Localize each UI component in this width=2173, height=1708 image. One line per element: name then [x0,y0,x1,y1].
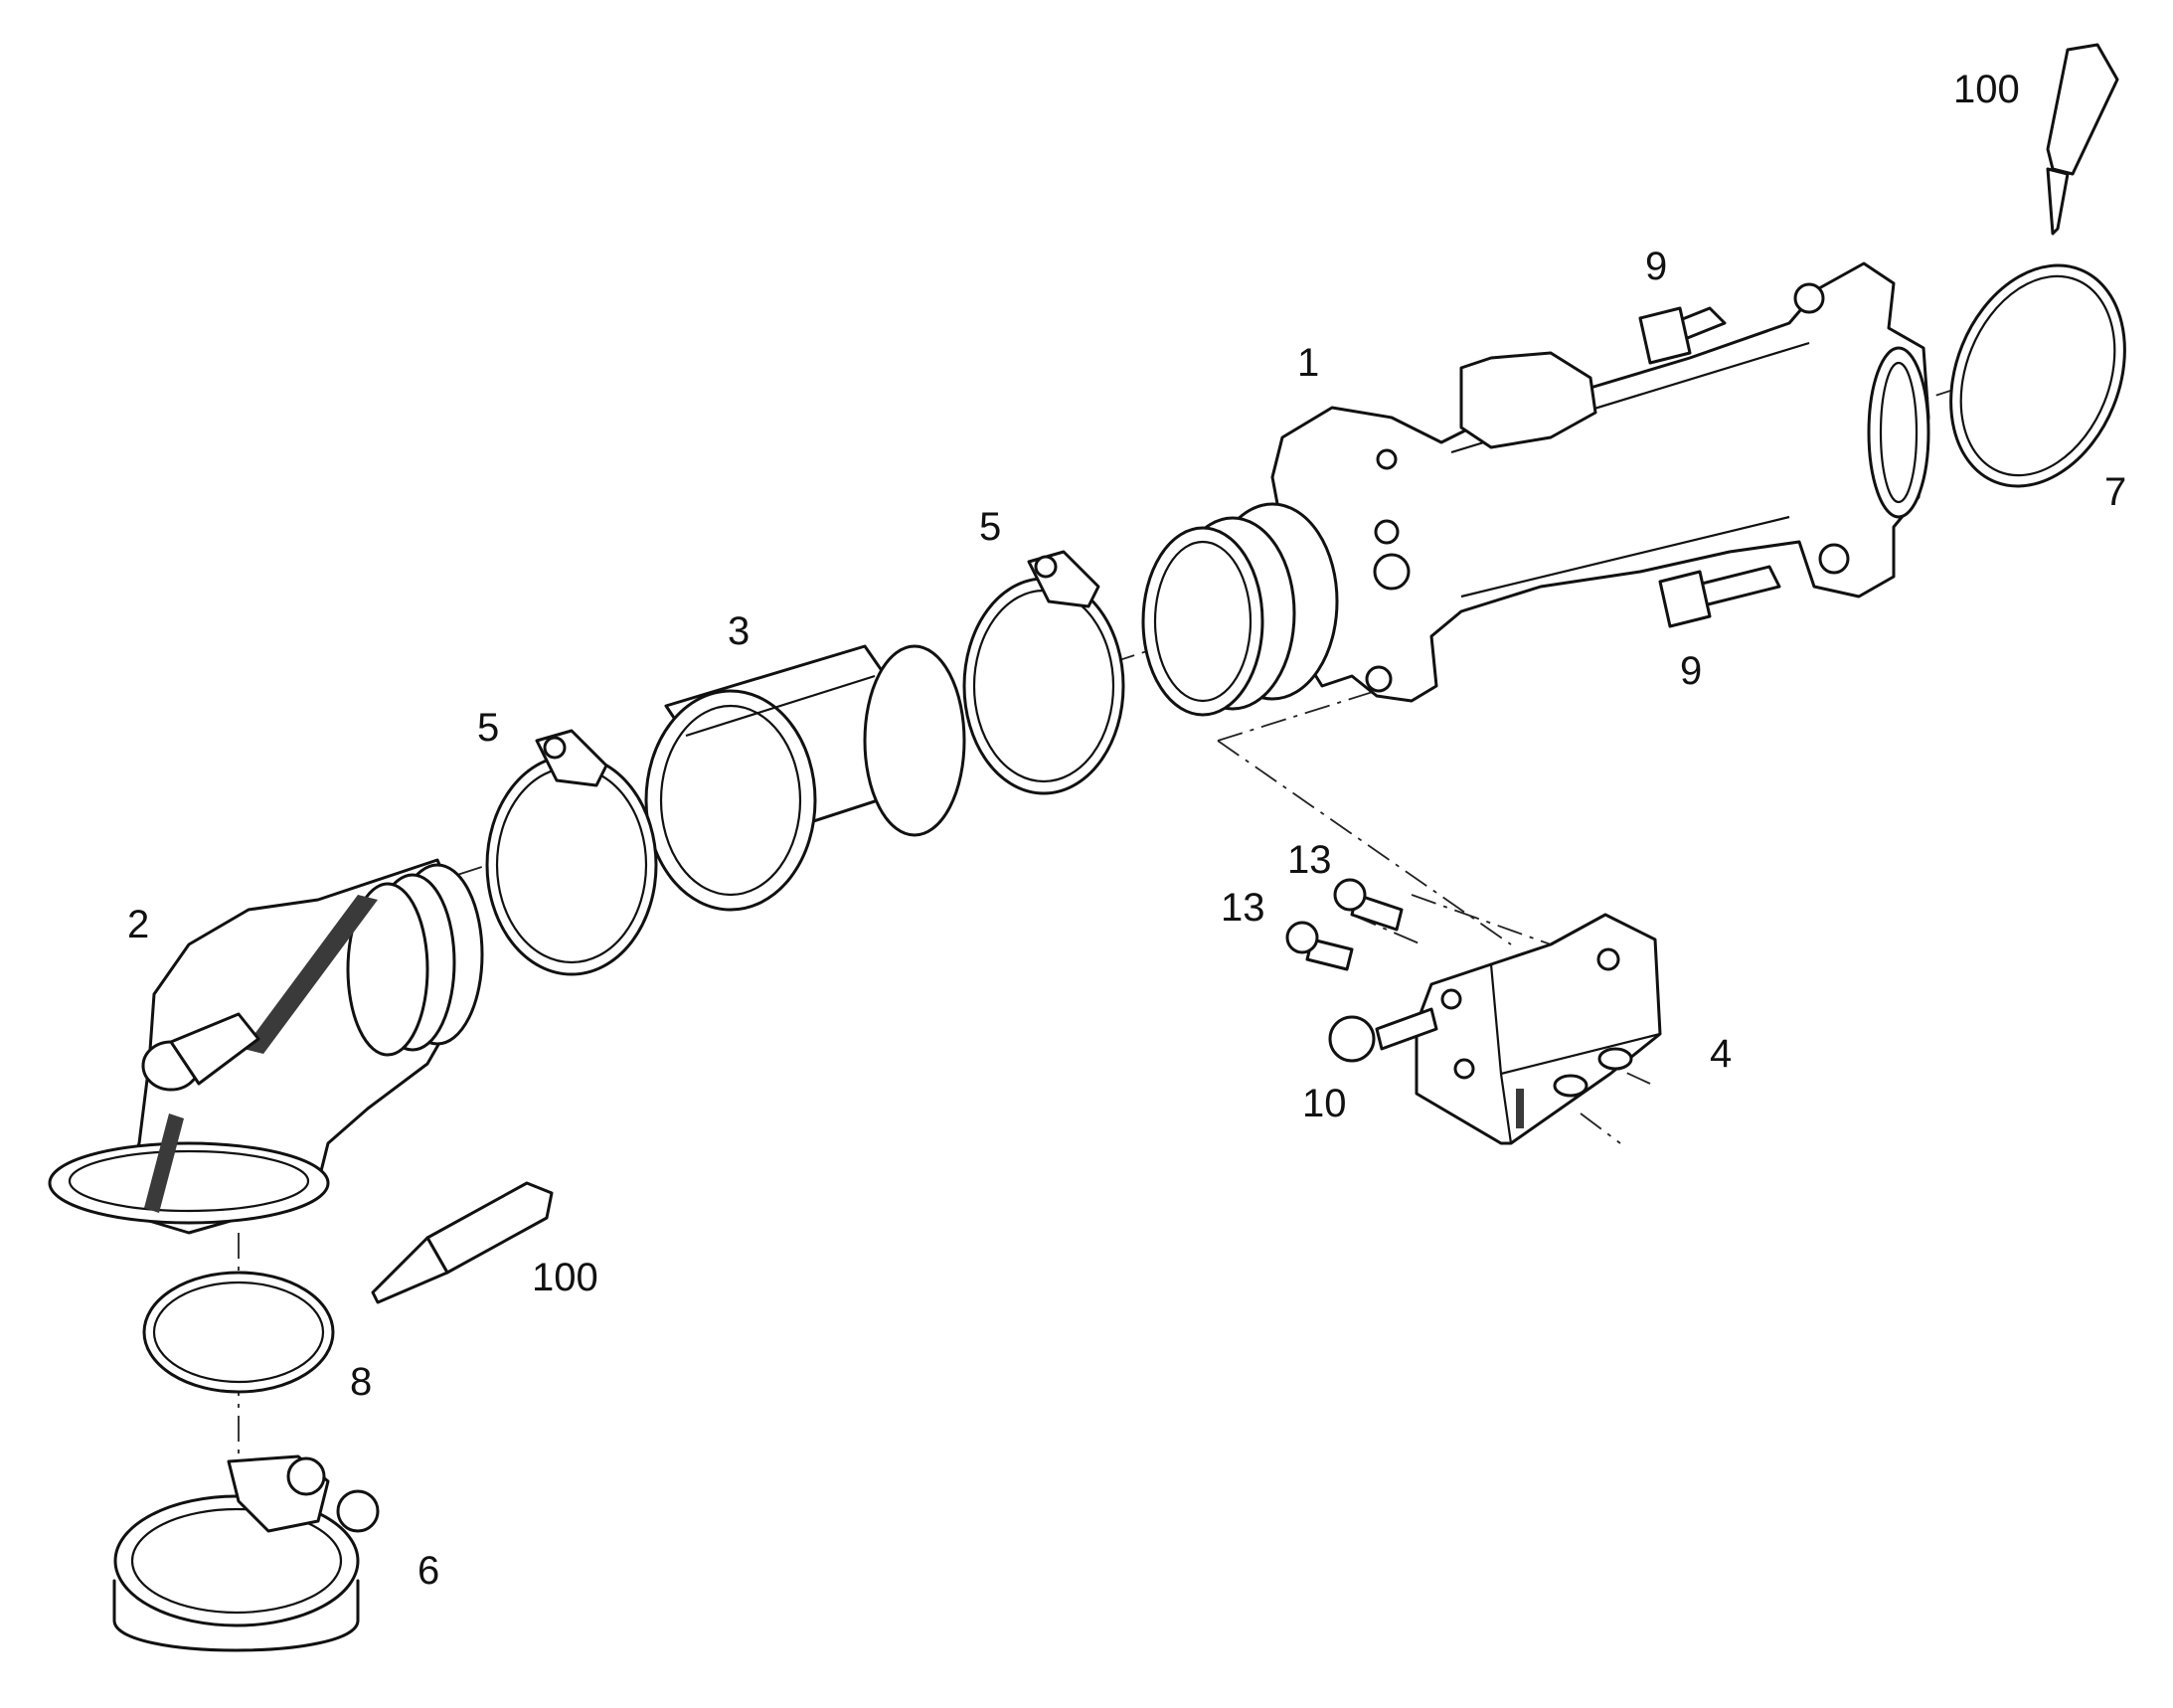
callout-9-lower: 9 [1680,649,1703,693]
part-13-bolt-b [1285,921,1354,971]
callout-6: 6 [418,1549,440,1593]
part-2-elbow [48,858,484,1235]
callout-3: 3 [728,609,751,653]
callout-9-upper: 9 [1645,245,1668,288]
callout-1: 1 [1297,341,1320,385]
part-4-bracket [1415,913,1662,1145]
callout-4: 4 [1710,1032,1733,1076]
part-5-clamp-right [962,550,1125,795]
part-5-clamp-left [485,729,658,976]
callout-13-b: 13 [1221,886,1265,930]
callout-10: 10 [1302,1082,1347,1125]
callout-100-upper: 100 [1953,68,2020,111]
part-9-bolt-upper [1638,306,1727,365]
part-8-o-ring [142,1271,335,1394]
part-9-bolt-lower [1658,565,1781,628]
callout-13-a: 13 [1287,838,1332,882]
part-6-band-clamp [112,1454,380,1652]
sealant-tube-lower [371,1181,554,1304]
sealant-tube-upper [2046,43,2119,236]
callout-5-right: 5 [979,505,1002,549]
part-13-bolt-a [1333,878,1404,932]
part-10-bolt [1328,1007,1438,1063]
callout-5-left: 5 [477,706,500,750]
part-3-sleeve [644,644,966,912]
part-1-intake-pipe [1141,261,1930,717]
part-7-o-ring [1949,263,2126,488]
callout-100-lower: 100 [532,1256,598,1299]
callout-2: 2 [127,903,150,946]
callout-7: 7 [2104,470,2127,514]
callout-8: 8 [350,1360,373,1404]
